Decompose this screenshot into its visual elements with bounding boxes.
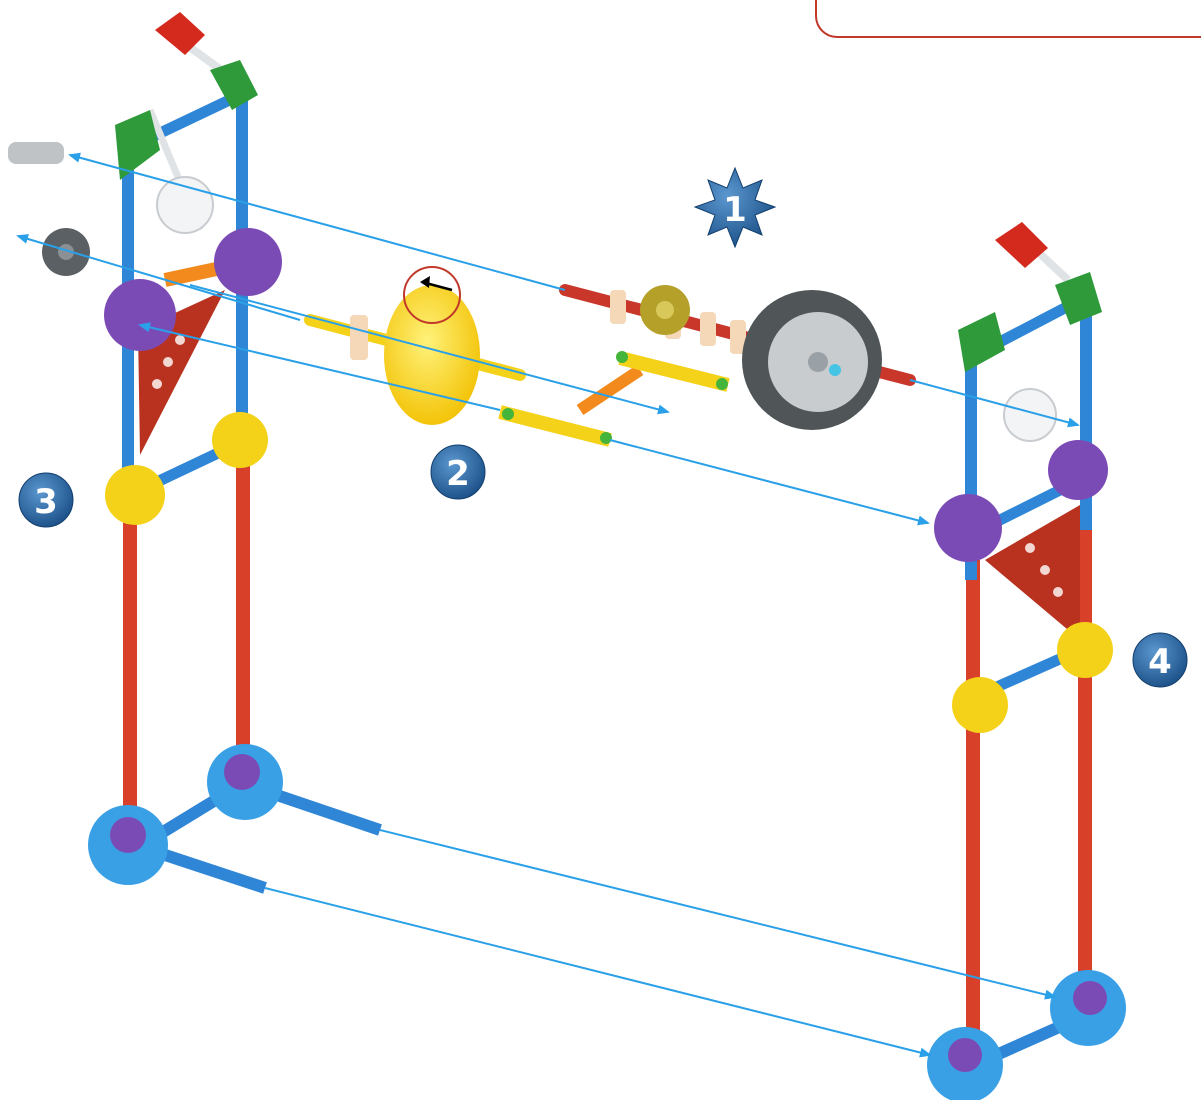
yellow-crown-gear — [384, 285, 480, 425]
loose-parts — [8, 142, 90, 276]
right-green-connector-back — [1055, 272, 1102, 325]
left-purple-hub-back — [214, 228, 282, 296]
step-badge-2: 2 — [431, 445, 485, 499]
right-top-red-connector — [995, 222, 1048, 268]
right-yellow-hub-back — [1057, 622, 1113, 678]
right-tower — [927, 222, 1126, 1100]
step-badge-1: 1 — [695, 168, 775, 247]
grey-end-cap — [8, 142, 64, 164]
right-green-connector-front — [958, 312, 1005, 372]
yellow-link-lower — [500, 412, 610, 440]
left-yellow-hub-back — [212, 412, 268, 468]
crank-spacer-1 — [350, 315, 368, 360]
right-yellow-hub-front — [952, 677, 1008, 733]
arrow-base-back — [380, 830, 1055, 997]
left-front-red-rod — [123, 520, 137, 840]
left-yellow-hub-front — [105, 465, 165, 525]
step-badge-4: 4 — [1133, 633, 1187, 687]
right-back-red-rod — [1078, 520, 1092, 990]
spacer-1 — [610, 290, 626, 324]
step-1-label: 1 — [723, 190, 747, 230]
step-4-label: 4 — [1148, 642, 1172, 682]
arrow-link-right — [610, 440, 928, 523]
assembly-arrows — [18, 155, 1078, 1055]
right-purple-hub-back — [1048, 440, 1108, 500]
step-badge-3: 3 — [19, 473, 73, 527]
step-2-label: 2 — [446, 454, 470, 494]
step-3-label: 3 — [34, 482, 58, 522]
left-base-front-rod — [150, 850, 265, 888]
spacer-3 — [700, 312, 716, 346]
left-back-red-rod — [236, 455, 250, 775]
right-purple-hub-front — [934, 494, 1002, 562]
arrow-end-cap — [70, 155, 565, 290]
arrow-base-front — [265, 888, 930, 1055]
left-tower — [88, 12, 380, 888]
left-purple-hub-front — [104, 279, 176, 351]
right-white-hub — [1004, 389, 1056, 441]
